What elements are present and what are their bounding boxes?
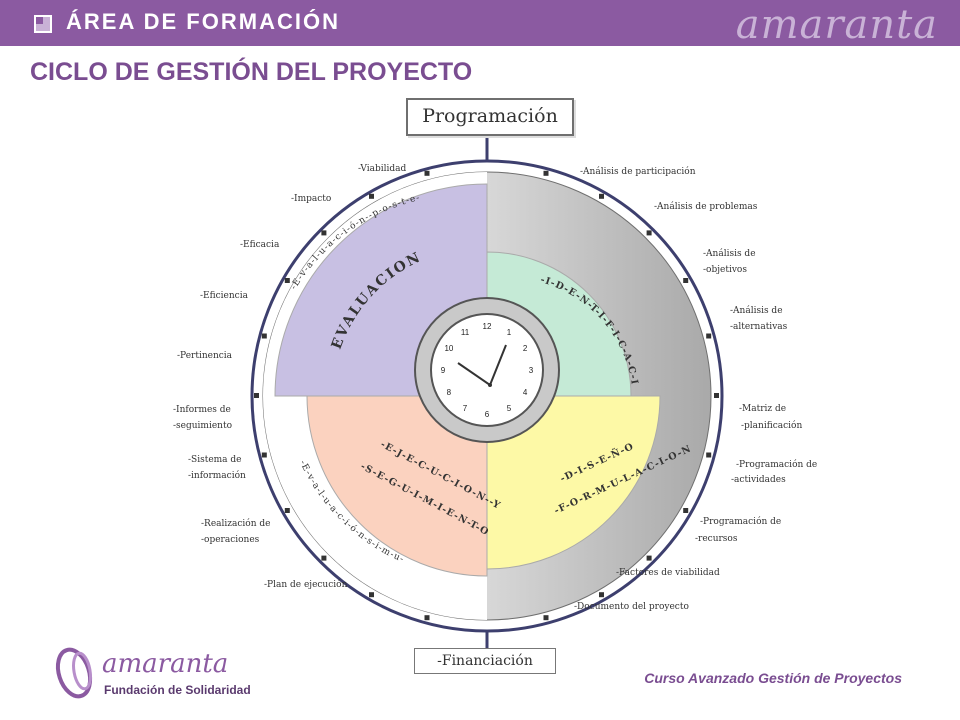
label-sistema-1: -Sistema de — [188, 455, 242, 465]
area-title: ÁREA DE FORMACIÓN — [66, 9, 340, 34]
label-matriz-1: -Matriz de — [739, 404, 786, 414]
square-icon — [34, 15, 52, 33]
clock-number: 9 — [441, 366, 446, 375]
perimeter-markers — [254, 170, 719, 621]
perimeter-marker — [599, 193, 604, 199]
clock-number: 8 — [447, 388, 452, 397]
label-alternativas-1: -Análisis de — [730, 305, 783, 316]
perimeter-marker — [543, 170, 549, 176]
label-sistema-2: -información — [188, 470, 246, 481]
label-impacto: -Impacto — [291, 194, 331, 204]
perimeter-marker — [254, 393, 259, 398]
programacion-box: Programación — [406, 98, 574, 136]
label-participacion: -Análisis de participación — [580, 166, 696, 177]
label-factores: -Factores de viabilidad — [616, 568, 720, 578]
label-plan: -Plan de ejecución — [264, 579, 348, 590]
perimeter-marker — [261, 333, 267, 339]
clock-number: 2 — [523, 344, 528, 353]
label-eficiencia: -Eficiencia — [200, 291, 249, 301]
label-informes-2: -seguimiento — [173, 421, 232, 431]
clock-number: 5 — [507, 404, 512, 413]
clock-number: 6 — [485, 410, 490, 419]
perimeter-marker — [284, 508, 290, 513]
perimeter-marker — [646, 555, 652, 561]
perimeter-marker — [714, 393, 719, 398]
quadrant-ejecucion — [306, 395, 488, 577]
clock-number: 4 — [523, 388, 528, 397]
logo-sub-text: Fundación de Solidaridad — [104, 683, 251, 697]
perimeter-marker — [683, 278, 689, 283]
label-objetivos-1: -Análisis de — [703, 248, 756, 259]
perimeter-marker — [543, 615, 549, 621]
label-informes-1: -Informes de — [173, 405, 231, 415]
label-documento: -Documento del proyecto — [574, 602, 689, 612]
perimeter-marker — [321, 555, 327, 561]
label-actividades-1: -Programación de — [736, 459, 817, 470]
footer-logo: amaranta Fundación de Solidaridad — [52, 645, 252, 705]
logo-figure-icon — [55, 647, 93, 699]
financiacion-box: -Financiación — [414, 648, 556, 674]
label-eficacia: -Eficacia — [240, 240, 280, 250]
label-realizacion-2: -operaciones — [201, 535, 260, 545]
clock-number: 3 — [529, 366, 534, 375]
clock-number: 1 — [507, 328, 512, 337]
perimeter-marker — [683, 508, 689, 513]
clock-number: 7 — [463, 404, 468, 413]
logo-main-text: amaranta — [102, 649, 229, 679]
label-objetivos-2: -objetivos — [703, 265, 747, 275]
label-problemas: -Análisis de problemas — [654, 201, 758, 212]
perimeter-marker — [599, 592, 604, 598]
perimeter-marker — [261, 452, 267, 458]
clock-number: 11 — [461, 328, 470, 337]
perimeter-marker — [369, 592, 374, 598]
perimeter-marker — [706, 333, 712, 339]
label-pertinencia: -Pertinencia — [177, 351, 233, 361]
label-realizacion-1: -Realización de — [201, 518, 270, 529]
perimeter-marker — [369, 193, 374, 199]
clock-number: 10 — [444, 344, 453, 353]
perimeter-marker — [706, 452, 712, 458]
perimeter-marker — [321, 230, 327, 236]
label-alternativas-2: -alternativas — [730, 322, 788, 332]
label-recursos-2: -recursos — [695, 534, 738, 544]
brand-logo: amaranta — [735, 2, 938, 48]
clock-number: 12 — [483, 322, 492, 331]
top-banner: ÁREA DE FORMACIÓN amaranta — [0, 0, 960, 48]
perimeter-marker — [424, 170, 430, 176]
label-recursos-1: -Programación de — [700, 516, 781, 527]
label-viabilidad: -Viabilidad — [358, 164, 406, 174]
label-actividades-2: -actividades — [731, 475, 786, 485]
perimeter-marker — [284, 278, 290, 283]
course-title: Curso Avanzado Gestión de Proyectos — [644, 670, 902, 686]
perimeter-marker — [424, 615, 430, 621]
label-matriz-2: -planificación — [741, 420, 802, 431]
page-title: CICLO DE GESTIÓN DEL PROYECTO — [30, 58, 473, 86]
quadrant-diseno — [486, 395, 661, 570]
perimeter-marker — [646, 230, 652, 236]
